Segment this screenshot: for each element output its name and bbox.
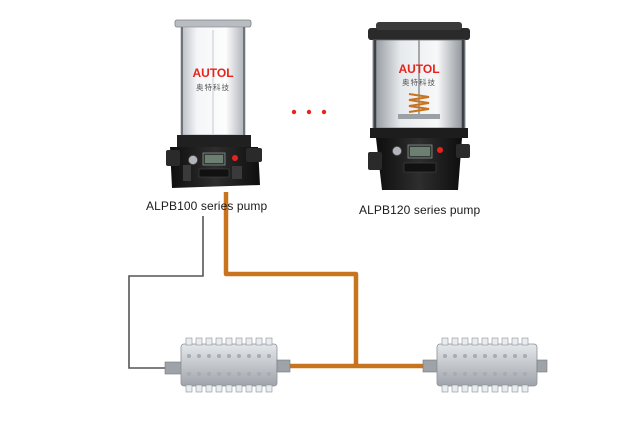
pump2-caption: ALPB120 series pump <box>359 203 480 217</box>
pump1-brand: AUTOL <box>192 66 233 80</box>
pump2-brand-cn: 奥特科技 <box>402 77 436 87</box>
distributor-right <box>423 338 547 392</box>
pump-alpb100: AUTOL 奥特科技 <box>166 20 262 188</box>
grease-line <box>226 192 356 366</box>
pump1-brand-cn: 奥特科技 <box>196 82 230 92</box>
pump-alpb120: AUTOL 奥特科技 <box>368 22 470 190</box>
ellipsis-icon <box>292 110 326 114</box>
distributor-left <box>165 338 290 392</box>
pump2-brand: AUTOL <box>398 62 439 76</box>
tubing <box>129 192 423 368</box>
pump1-caption: ALPB100 series pump <box>146 199 267 213</box>
